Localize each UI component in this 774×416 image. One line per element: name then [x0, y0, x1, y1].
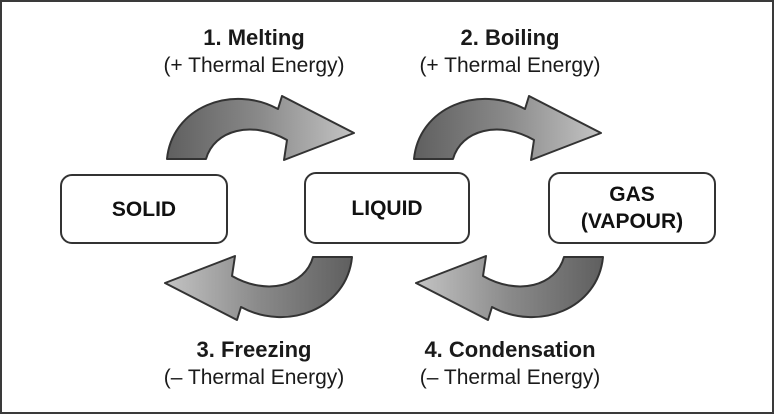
condensation-label: 4. Condensation (– Thermal Energy)	[380, 336, 640, 392]
condensation-title: 4. Condensation	[424, 337, 596, 362]
gas-text: GAS	[609, 183, 655, 206]
boiling-energy: (+ Thermal Energy)	[419, 54, 601, 77]
condensation-arrow	[415, 255, 604, 321]
freezing-title: 3. Freezing	[196, 337, 312, 362]
freezing-label: 3. Freezing (– Thermal Energy)	[124, 336, 384, 392]
liquid-box: LIQUID	[304, 172, 470, 244]
melting-label: 1. Melting (+ Thermal Energy)	[124, 24, 384, 80]
liquid-text: LIQUID	[351, 196, 423, 220]
solid-box: SOLID	[60, 174, 228, 244]
melting-arrow	[166, 95, 355, 161]
condensation-energy: (– Thermal Energy)	[419, 366, 601, 389]
vapour-text: (VAPOUR)	[580, 210, 684, 233]
boiling-label: 2. Boiling (+ Thermal Energy)	[380, 24, 640, 80]
freezing-energy: (– Thermal Energy)	[163, 366, 345, 389]
solid-text: SOLID	[111, 197, 177, 221]
boiling-arrow	[413, 95, 602, 161]
melting-energy: (+ Thermal Energy)	[163, 54, 345, 77]
boiling-title: 2. Boiling	[460, 25, 560, 50]
freezing-arrow	[164, 255, 353, 321]
melting-title: 1. Melting	[203, 25, 305, 50]
gas-box: GAS (VAPOUR)	[548, 172, 716, 244]
